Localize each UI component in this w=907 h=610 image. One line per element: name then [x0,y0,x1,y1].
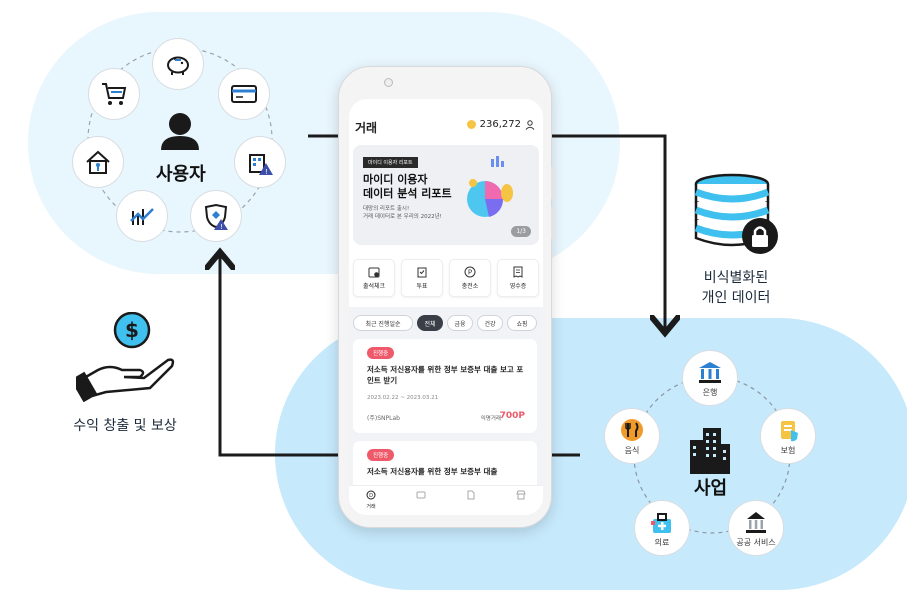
quick-charging[interactable]: P 충전소 [449,259,491,297]
tab-trade-label: 거래 [366,504,376,510]
bottom-tab-bar: D 거래 [349,485,543,515]
chip-all[interactable]: 전체 [417,315,443,331]
banner-illustration [467,156,513,217]
quick-receipt[interactable]: 영수증 [497,259,539,297]
business-label: 사업 [694,478,728,499]
stock-chart-icon [116,190,168,242]
quick-vote[interactable]: 투표 [401,259,443,297]
banner-pager: 1/3 [511,226,531,237]
coin-icon [466,120,476,129]
tab-wallet[interactable] [405,490,437,503]
deal-date: 2023.02.22 ~ 2023.03.21 [367,395,439,401]
deal-title: 저소득 저신용자를 위한 정부 보증부 대출 [367,467,498,476]
house-icon [72,136,124,188]
points-value: 236,272 [479,119,521,130]
bank-label: 은행 [702,387,718,397]
receipt-icon [513,266,523,278]
deal-points: 700P [499,411,525,421]
profile-icon[interactable] [525,119,535,130]
food-label: 음식 [624,445,640,455]
phone-to-business-arrow [552,134,665,330]
quick-charging-label: 충전소 [461,283,479,290]
piggy-bank-icon [152,38,204,90]
svg-text:$: $ [125,318,139,342]
medical-label: 의료 [654,537,670,547]
chip-finance[interactable]: 금융 [447,315,473,331]
reward-label: 수익 창출 및 보상 [73,418,177,434]
anonymous-trade-label: 익명거래 [480,416,501,422]
svg-text:P: P [468,269,472,277]
chip-health[interactable]: 건강 [477,315,503,331]
public-service-label: 공공 서비스 [736,537,776,547]
report-banner[interactable]: 마이디 이용자 리포트 마이디 이용자 데이터 분석 리포트 대망의 리포트 출… [353,145,539,245]
svg-text:D: D [369,493,373,499]
user-label: 사용자 [156,164,206,185]
banner-title-line1: 마이디 이용자 [363,173,428,186]
medical-node: 의료 [634,500,690,556]
quick-receipt-label: 영수증 [509,283,527,290]
phone-side-button [551,207,555,239]
deidentified-data-label-line1: 비식별화된 [703,270,769,286]
food-node: 음식 [604,408,660,464]
trade-tab-icon: D [366,490,376,500]
svg-text:!: ! [265,168,268,176]
svg-text:!: ! [220,223,223,231]
vote-icon [417,267,427,278]
reward-to-user-arrow [220,255,342,457]
quick-vote-label: 투표 [416,283,428,290]
deidentified-data-label-line2: 개인 데이터 [701,290,771,306]
quick-attendance-label: 출석체크 [362,283,386,290]
points-display[interactable]: 236,272 [466,119,535,130]
banner-title: 마이디 이용자 데이터 분석 리포트 [363,173,452,201]
hospital-icon: ! [234,136,286,188]
database-lock-icon [694,172,778,262]
wallet-tab-icon [416,491,426,499]
insurance-alert-icon: ! [190,190,242,242]
insurance-node: 보험 [760,408,816,464]
app-title: 거래 [355,121,378,135]
tab-trade[interactable]: D 거래 [355,490,387,510]
deidentified-data-label: 비식별화된 개인 데이터 [680,268,792,308]
quick-attendance[interactable]: 출석체크 [353,259,395,297]
shopping-cart-icon [88,68,140,120]
medical-icon [651,512,671,533]
status-badge: 진행중 [367,449,395,461]
calendar-check-icon [368,267,380,278]
document-tab-icon [467,490,475,500]
deal-org: (주)SNPLab [367,415,400,422]
insurance-label: 보험 [780,445,796,455]
banner-title-line2: 데이터 분석 리포트 [363,187,452,200]
chip-sort-recent[interactable]: 최근 진행일순 [353,315,413,331]
banner-subtitle-line2: 거래 데이터로 본 우리의 2022년! [363,214,442,220]
credit-card-icon [218,68,270,120]
point-p-icon: P [464,266,476,278]
store-tab-icon [516,490,526,500]
status-badge: 진행중 [367,347,395,359]
banner-subtitle: 대망의 리포트 출시! 거래 데이터로 본 우리의 2022년! [363,205,442,221]
phone-mockup: 거래 236,272 마이디 이용자 리포트 마이디 이용자 데이터 분석 리포… [338,66,555,528]
money-hand-icon: $ [70,311,176,403]
bank-node: 은행 [682,350,738,406]
phone-camera [384,78,393,87]
bank-icon [699,361,721,383]
deal-title: 저소득 저신용자를 위한 정부 보증부 대출 보고 포인트 받기 [367,365,524,385]
insurance-icon [781,420,798,441]
food-icon [621,418,643,441]
banner-subtitle-line1: 대망의 리포트 출시! [363,206,410,212]
banner-tag: 마이디 이용자 리포트 [363,157,418,168]
user-silhouette-icon [153,110,207,166]
public-service-icon [746,511,766,533]
tab-docs[interactable] [455,490,487,503]
deal-card[interactable]: 진행중 저소득 저신용자를 위한 정부 보증부 대출 보고 포인트 받기 202… [353,339,537,433]
public-service-node: 공공 서비스 [728,500,784,556]
building-icon [688,424,732,474]
deal-list: 최근 진행일순 전체 금융 건강 쇼핑 진행중 저소득 저신용자를 위한 정부 … [349,307,543,501]
phone-screen: 거래 236,272 마이디 이용자 리포트 마이디 이용자 데이터 분석 리포… [349,99,543,515]
phone-side-button [551,167,555,199]
tab-store[interactable] [505,490,537,503]
chip-shopping[interactable]: 쇼핑 [507,315,537,331]
